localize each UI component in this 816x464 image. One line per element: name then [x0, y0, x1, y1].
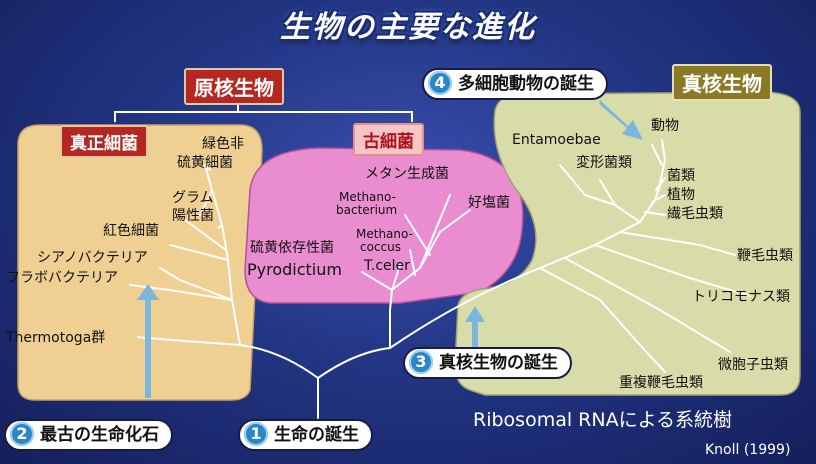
- label-amoebae: 変形菌類: [576, 155, 632, 171]
- tree-methanococcus: [409, 249, 416, 276]
- archaea-region: [244, 147, 524, 304]
- callout-number-3: 3: [409, 350, 433, 374]
- label-methanobacterium-1: Methano-: [339, 190, 396, 204]
- callout-number-1: 1: [244, 422, 268, 446]
- tree-animals: [659, 139, 666, 184]
- label-green-nonsulfur-1: 緑色非: [202, 136, 244, 152]
- prokaryote-bracket: [114, 104, 413, 122]
- tree-plants: [651, 194, 666, 203]
- callout-number-4: 4: [428, 71, 452, 95]
- callout-origin-of-life-text: 生命の誕生: [274, 425, 359, 445]
- slide-title: 生物の主要な進化: [280, 10, 536, 45]
- label-plants: 植物: [667, 187, 695, 203]
- tree-to-green-nonsulfur: [204, 164, 211, 171]
- label-methanococcus-1: Methano-: [356, 227, 413, 241]
- label-purple-bacteria: 紅色細菌: [103, 223, 159, 239]
- callout-multicellular: 4 多細胞動物の誕生: [422, 68, 608, 100]
- label-methanococcus-2: coccus: [360, 240, 401, 254]
- label-thermotoga: Thermotoga群: [6, 330, 106, 346]
- tree-gram: [217, 224, 223, 229]
- label-pyrodictium: Pyrodictium: [247, 260, 342, 279]
- tree-bacteria-trunk: [204, 164, 241, 346]
- bacteria-header: 真正細菌: [60, 125, 148, 158]
- label-microsporidia: 微胞子虫類: [718, 357, 788, 373]
- callout-eukaryote-birth-text: 真核生物の誕生: [439, 353, 558, 373]
- callout-oldest-fossil-text: 最古の生命化石: [40, 425, 159, 445]
- tree-trichomonads: [594, 244, 751, 297]
- label-sulfur-dependent: 硫黄依存性菌: [250, 240, 334, 256]
- label-green-nonsulfur-2: 硫黄細菌: [177, 155, 233, 171]
- tree-archaea-tceler: [391, 264, 401, 291]
- tree-purple: [169, 244, 229, 261]
- eukaryotes-header: 真核生物: [672, 64, 772, 101]
- tree-entamoebae: [559, 164, 616, 206]
- label-flavobacteria: フラボバクテリア: [6, 270, 118, 286]
- tree-root-to-main: [317, 347, 391, 379]
- label-tceler: T.celer: [364, 258, 410, 274]
- bacteria-region: [17, 124, 263, 401]
- callout-oldest-fossil: 2 最古の生命化石: [4, 419, 173, 451]
- prokaryotes-header: 原核生物: [184, 68, 284, 105]
- tree-main-to-eukaryotes: [389, 221, 641, 349]
- tree-methanogen: [419, 194, 451, 269]
- label-animals: 動物: [651, 118, 679, 134]
- tree-fungi: [655, 177, 666, 191]
- tree-animals-2: [651, 144, 663, 166]
- callout-origin-of-life: 1 生命の誕生: [238, 419, 373, 451]
- label-flagellates: 鞭毛虫類: [737, 248, 793, 264]
- tree-bact-extra1: [199, 189, 213, 216]
- tree-microsporidia: [564, 257, 731, 353]
- tree-halophile: [439, 209, 471, 233]
- arrows: [137, 100, 643, 398]
- tree-thermotoga: [137, 336, 241, 346]
- tree-methanobacterium: [404, 214, 431, 256]
- tree-ciliates: [644, 211, 666, 216]
- label-fungi: 菌類: [667, 168, 695, 184]
- callout-eukaryote-birth: 3 真核生物の誕生: [403, 347, 572, 379]
- label-gram-positive-1: グラム: [172, 190, 214, 206]
- callout-multicellular-text: 多細胞動物の誕生: [458, 74, 594, 94]
- label-methanobacterium-2: bacterium: [336, 203, 398, 217]
- tree-flagellates: [619, 231, 736, 256]
- label-ciliates: 繊毛虫類: [667, 206, 723, 222]
- label-trichomonads: トリコモナス類: [692, 289, 790, 305]
- label-methanogen: メタン生成菌: [365, 166, 449, 182]
- tree-root-to-bacteria: [239, 344, 319, 379]
- tree-diplomonads: [539, 267, 666, 373]
- label-gram-positive-2: 陽性菌: [172, 208, 214, 224]
- arrow-multicellular: [599, 100, 643, 140]
- footer-caption: Ribosomal RNAによる系統樹: [473, 409, 733, 431]
- label-cyanobacteria: シアノバクテリア: [37, 250, 148, 266]
- tree-cyano: [159, 267, 233, 301]
- arrow-fossil: [137, 284, 159, 398]
- label-diplomonads: 重複鞭毛虫類: [619, 375, 703, 391]
- archaea-header: 古細菌: [353, 123, 424, 156]
- callout-number-2: 2: [10, 422, 34, 446]
- label-entamoebae: Entamoebae: [512, 132, 601, 148]
- tree-archaea-left: [361, 271, 393, 291]
- arrow-eukaryote-birth: [465, 306, 485, 348]
- tree-flavo: [129, 284, 233, 301]
- credit: Knoll (1999): [705, 442, 791, 458]
- tree-bact-extra2: [184, 219, 227, 251]
- tree-main-to-archaea: [389, 289, 393, 349]
- label-halophile: 好塩菌: [468, 195, 510, 211]
